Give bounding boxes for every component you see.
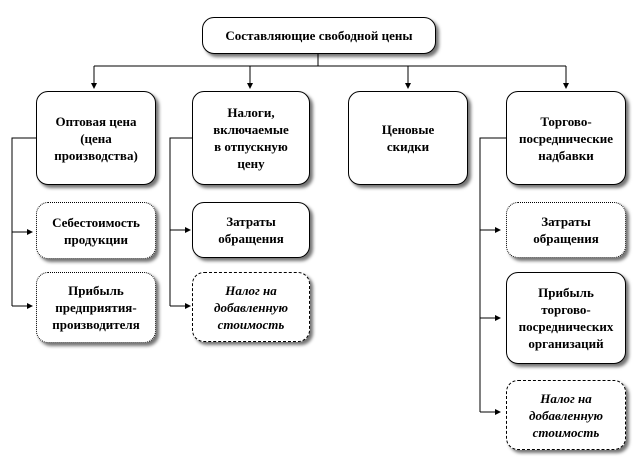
branch-node-3: Ценовые скидки [348, 91, 468, 185]
branch-3-label: Ценовые скидки [381, 122, 435, 154]
branch-1-label: Оптовая цена (цена производства) [54, 113, 138, 163]
branch-node-1: Оптовая цена (цена производства) [36, 91, 156, 185]
branch-4-label: Торгово- посреднические надбавки [519, 113, 613, 163]
b2-child-1: Затраты обращения [192, 202, 310, 258]
root-node: Составляющие свободной цены [202, 17, 436, 54]
b4-child-2: Прибыль торгово- посреднических организа… [506, 272, 626, 364]
b2-child-1-label: Затраты обращения [218, 214, 284, 246]
branch-node-4: Торгово- посреднические надбавки [506, 91, 626, 185]
branch-1-rail [11, 137, 36, 306]
b4-child-3: Налог на добавленную стоимость [506, 380, 626, 450]
root-label: Составляющие свободной цены [225, 28, 413, 43]
b2-child-2: Налог на добавленную стоимость [192, 272, 310, 342]
branch-2-label: Налоги, включаемые в отпускную цену [213, 105, 289, 171]
b1-child-2: Прибыль предприятия- производителя [36, 272, 156, 343]
b4-child-2-label: Прибыль торгово- посреднических организа… [518, 285, 614, 351]
b4-child-1: Затраты обращения [506, 202, 626, 258]
branch-2-rail [169, 137, 192, 306]
branch-node-2: Налоги, включаемые в отпускную цену [192, 91, 310, 185]
b2-child-2-label: Налог на добавленную стоимость [214, 282, 288, 332]
b1-child-2-label: Прибыль предприятия- производителя [52, 283, 140, 332]
b4-child-1-label: Затраты обращения [533, 214, 599, 246]
b1-child-1: Себестоимость продукции [36, 202, 156, 259]
branch-4-rail [479, 137, 506, 412]
b1-child-1-label: Себестоимость продукции [52, 214, 140, 247]
b4-child-3-label: Налог на добавленную стоимость [529, 390, 603, 440]
